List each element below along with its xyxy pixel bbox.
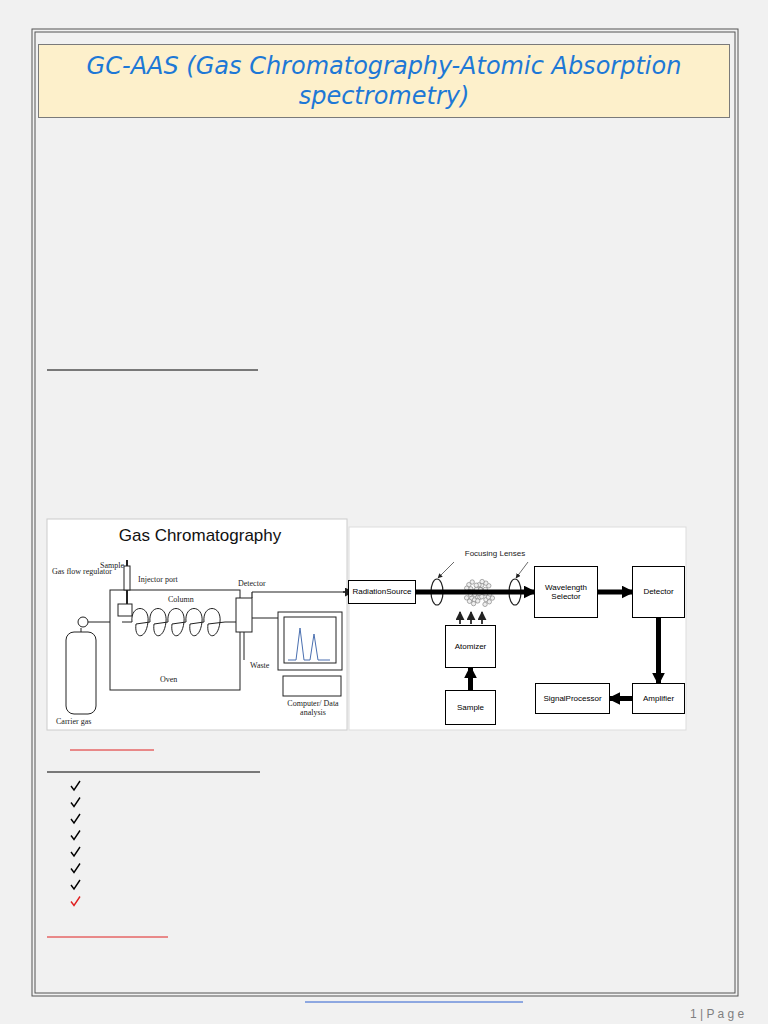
- heading-rule: [47, 937, 168, 938]
- atom-dot: [480, 579, 484, 583]
- gc-schematic: [66, 560, 349, 714]
- process-box: Atomizer: [445, 625, 496, 668]
- flow-arrow: [468, 668, 473, 690]
- process-box: Sample: [445, 690, 496, 725]
- checkmark: [71, 798, 80, 807]
- aas-panel: [349, 527, 686, 730]
- flow-arrow: [610, 696, 632, 701]
- page-number: 1 | P a g e: [690, 1008, 760, 1021]
- checkmark-list: [71, 781, 80, 906]
- atom-dot: [476, 599, 480, 603]
- box-label: Atomizer: [455, 642, 487, 651]
- part-label: Focusing Lenses: [450, 550, 540, 559]
- atom-dot: [487, 600, 491, 604]
- checkmark: [71, 864, 80, 873]
- part-label: Waste: [250, 662, 280, 671]
- atom-dot: [467, 599, 471, 603]
- heading-rule: [70, 750, 154, 751]
- atom-dot: [474, 583, 478, 587]
- page-border: [35, 32, 735, 993]
- part-label: Gas flow regulator: [52, 568, 102, 577]
- checkmark: [71, 897, 80, 906]
- part-label: Column: [168, 596, 208, 605]
- atom-dot: [483, 602, 487, 606]
- heading-rule: [47, 370, 258, 371]
- part-label: Oven: [160, 676, 200, 685]
- figure-heading: Gas Chromatography: [80, 527, 320, 546]
- checkmark: [71, 847, 80, 856]
- process-box: Detector: [632, 566, 685, 618]
- process-box: Amplifier: [632, 683, 685, 714]
- atom-dot: [471, 601, 475, 605]
- part-label: Injector port: [138, 576, 178, 585]
- box-label: Detector: [643, 587, 673, 596]
- part-label: Sample: [100, 562, 130, 571]
- checkmark: [71, 831, 80, 840]
- part-label: Computer/ Data analysis: [282, 700, 344, 718]
- process-box: Wavelength Selector: [534, 566, 598, 618]
- part-label: Carrier gas: [56, 718, 106, 727]
- box-label: RadiationSource: [352, 587, 411, 596]
- page-title: GC-AAS (Gas Chromatography-Atomic Absorp…: [39, 51, 729, 111]
- atomizer-arrows: [460, 612, 482, 624]
- gc-panel: [47, 519, 347, 730]
- flow-arrow: [656, 618, 661, 683]
- checkmark: [71, 880, 80, 889]
- box-label: Sample: [457, 703, 484, 712]
- heading-rule: [47, 772, 260, 773]
- title-band: GC-AAS (Gas Chromatography-Atomic Absorp…: [38, 44, 730, 118]
- checkmark: [71, 814, 80, 823]
- page-border: [32, 29, 738, 996]
- atom-dot: [490, 596, 494, 600]
- checkmark: [71, 781, 80, 790]
- box-label: Wavelength Selector: [537, 583, 595, 601]
- box-label: Amplifier: [643, 694, 674, 703]
- link-rule: [305, 1002, 523, 1003]
- process-box: SignalProcessor: [535, 683, 610, 714]
- leader-line: [438, 562, 528, 578]
- flow-arrow: [598, 590, 632, 595]
- atom-dot: [480, 595, 484, 599]
- part-label: Detector: [238, 580, 278, 589]
- flow-arrow: [416, 590, 534, 595]
- box-label: SignalProcessor: [543, 694, 601, 703]
- process-box: RadiationSource: [348, 580, 416, 604]
